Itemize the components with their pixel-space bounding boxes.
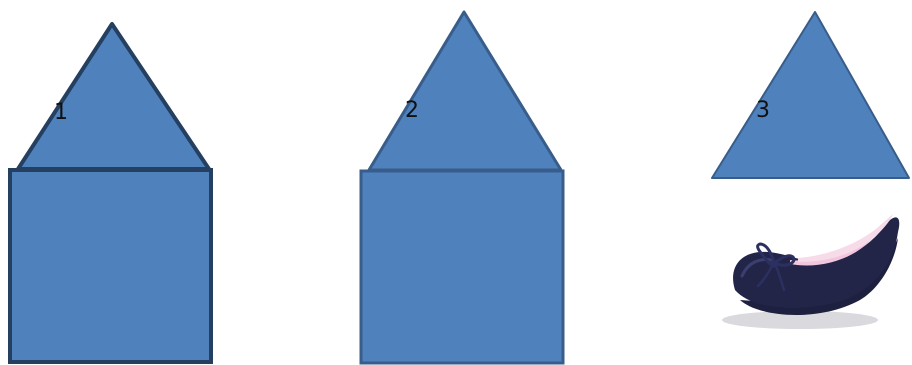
label-3: 3: [756, 98, 770, 123]
shoe-icon: [712, 186, 912, 365]
label-2: 2: [405, 98, 419, 123]
square-2: [361, 171, 563, 363]
triangle-1: [18, 24, 209, 169]
label-1: 1: [54, 100, 68, 125]
figure-2: 2: [361, 12, 563, 363]
figure-1: 1: [10, 24, 211, 362]
triangle-2: [369, 12, 561, 170]
figure-3: 3: [712, 12, 912, 365]
triangle-3: [712, 12, 909, 178]
square-1: [10, 170, 211, 362]
